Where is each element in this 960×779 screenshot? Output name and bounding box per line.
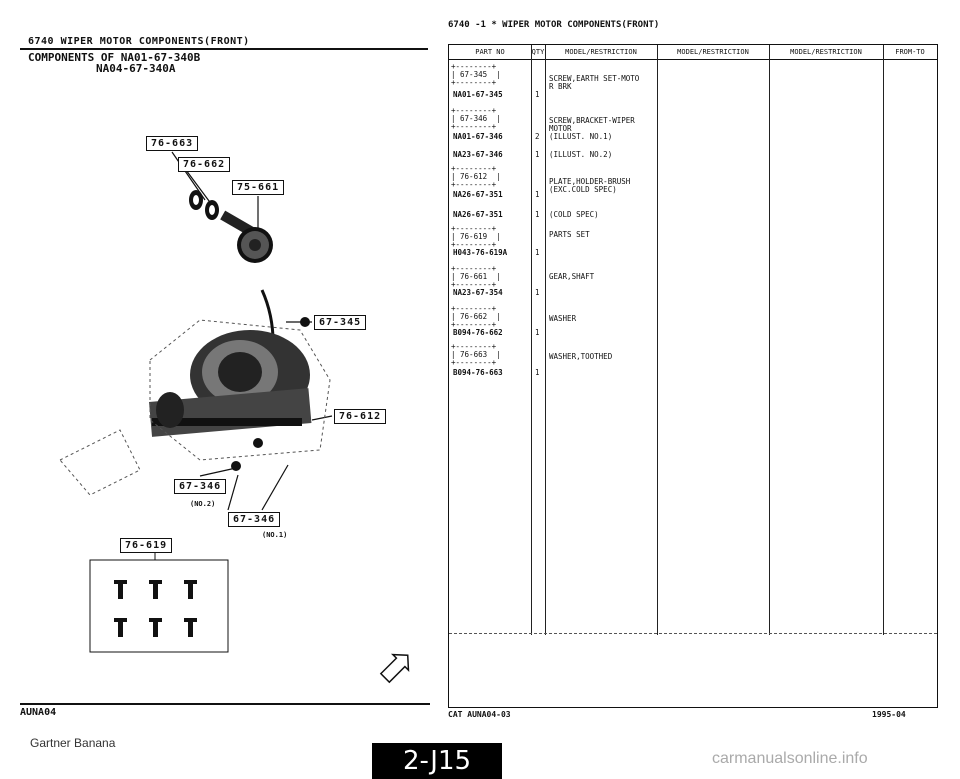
washer-icon [189,190,219,220]
section-title: 6740 WIPER MOTOR COMPONENTS(FRONT) [28,36,250,47]
description: SCREW,EARTH SET-MOTO R BRK [549,74,640,91]
qty: 1 [535,368,540,377]
callout-76-619: 76-619 [120,538,173,553]
part-number: B094-76-662 [453,328,503,337]
screw-icon [231,317,310,471]
callout-75-661: 75-661 [232,180,285,195]
table-header-title: 6740 -1 * WIPER MOTOR COMPONENTS(FRONT) [448,20,660,30]
qty: 1 [535,288,540,297]
title-divider [20,48,428,50]
description: (ILLUST. NO.2) [549,150,613,159]
brand-label: Gartner Banana [30,736,116,750]
callout-box: +--------+ | 67-345 | +--------+ [451,62,501,87]
callout-67-345: 67-345 [314,315,367,330]
part-number: NA26-67-351 [453,190,503,199]
components-subtitle-line2: NA04-67-340A [96,62,176,75]
part-number: H043-76-619A [453,248,508,257]
qty: 1 [535,328,540,337]
catalog-code: AUNA04 [20,707,57,718]
column-header: QTY [531,45,545,60]
callout-76-662: 76-662 [178,157,231,172]
part-number: NA23-67-346 [453,150,503,159]
gear-shaft-icon [220,210,273,263]
callout-67-346-no2: 67-346 [174,479,227,494]
description: (COLD SPEC) [549,210,599,219]
column-header: MODEL/RESTRICTION [769,45,883,60]
column-header: MODEL/RESTRICTION [657,45,769,60]
callout-76-612: 76-612 [334,409,387,424]
date-code: 1995-04 [872,710,906,719]
callout-box: +--------+ | 76-662 | +--------+ [451,304,501,329]
qty: 2 [535,132,540,141]
column-header: PART NO [449,45,531,60]
page-number: 2-J15 [372,743,502,779]
description: WASHER [549,314,577,323]
callout-76-663: 76-663 [146,136,199,151]
callout-box: +--------+ | 76-612 | +--------+ [451,164,501,189]
column-header: FROM-TO [883,45,937,60]
callout-67-346-no1: 67-346 [228,512,281,527]
part-number: B094-76-663 [453,368,503,377]
callout-box: +--------+ | 76-661 | +--------+ [451,264,501,289]
callout-box: +--------+ | 67-346 | +--------+ [451,106,501,131]
description: SCREW,BRACKET-WIPER MOTOR (ILLUST. NO.1) [549,116,635,141]
qty: 1 [535,210,540,219]
column-header: MODEL/RESTRICTION [545,45,657,60]
qty: 1 [535,248,540,257]
brush-parts-icon [114,580,197,637]
bottom-divider [20,703,430,705]
description: GEAR,SHAFT [549,272,595,281]
part-number: NA23-67-354 [453,288,503,297]
components-subtitle-line1: COMPONENTS OF NA01-67-340B [28,51,201,64]
qty: 1 [535,150,540,159]
qty: 1 [535,190,540,199]
illust-note-no1: (NO.1) [262,531,288,539]
wiper-motor-icon [148,330,312,437]
description: PARTS SET [549,230,590,239]
qty: 1 [535,90,540,99]
parts-table: PART NO QTY MODEL/RESTRICTION MODEL/REST… [448,44,938,708]
part-number: NA01-67-346 [453,132,503,141]
part-number: NA26-67-351 [453,210,503,219]
fwd-arrow-icon [379,653,410,684]
watermark: carmanualsonline.info [712,750,868,767]
callout-box: +--------+ | 76-663 | +--------+ [451,342,501,367]
part-number: NA01-67-345 [453,90,503,99]
callout-box: +--------+ | 76-619 | +--------+ [451,224,501,249]
illust-note-no2: (NO.2) [190,500,216,508]
description: WASHER,TOOTHED [549,352,613,361]
catalog-reference: CAT AUNA04-03 [448,710,511,719]
exploded-parts-diagram [59,151,410,684]
description: PLATE,HOLDER-BRUSH (EXC.COLD SPEC) [549,177,631,194]
